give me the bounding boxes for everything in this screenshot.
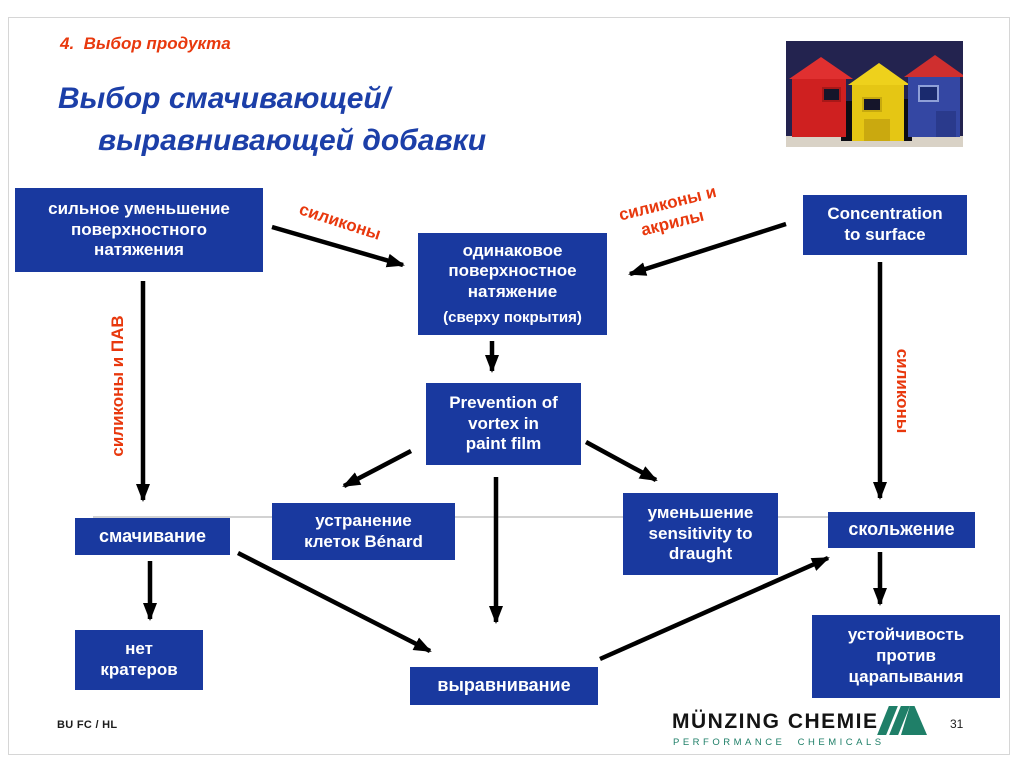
- node-sublabel: (сверху покрытия): [443, 308, 582, 326]
- munzing-logo-icon: [877, 706, 927, 736]
- node-label: Prevention of vortex in paint film: [449, 392, 558, 454]
- logo-tagline: PERFORMANCE CHEMICALS: [673, 737, 885, 748]
- red-hut-window: [822, 87, 841, 102]
- node-equal-tension: одинаковое поверхностное натяжение (свер…: [418, 233, 607, 335]
- page-number: 31: [950, 717, 964, 731]
- node-sliding: скольжение: [828, 512, 975, 548]
- section-kicker: 4. Выбор продукта: [60, 34, 231, 53]
- footer-reference: BU FC / HL: [57, 719, 118, 731]
- node-benard-cells: устранение клеток Bénard: [272, 503, 455, 560]
- node-wetting: смачивание: [75, 518, 230, 555]
- yellow-hut-window: [862, 97, 882, 112]
- node-leveling: выравнивание: [410, 667, 598, 705]
- blue-hut-railing: [936, 111, 956, 137]
- edge-label-silicones-vertical: силиконы: [892, 348, 912, 434]
- node-label: нет кратеров: [100, 639, 178, 679]
- node-label: сильное уменьшение поверхностного натяже…: [48, 198, 230, 260]
- slide-title-line2: выравнивающей добавки: [98, 124, 487, 157]
- node-concentration-to-surface: Concentration to surface: [803, 195, 967, 255]
- node-label: Concentration to surface: [827, 204, 943, 244]
- node-label: смачивание: [99, 525, 206, 546]
- edge-label-silicones-surfactants-vertical: силиконы и ПАВ: [108, 315, 128, 457]
- node-draught-sensitivity: уменьшение sensitivity to draught: [623, 493, 778, 575]
- node-label: одинаковое поверхностное натяжение: [448, 240, 577, 302]
- node-label: устойчивость против царапывания: [847, 625, 965, 686]
- yellow-hut-roof: [848, 63, 910, 85]
- node-prevention-of-vortex: Prevention of vortex in paint film: [426, 383, 581, 465]
- node-strong-reduction: сильное уменьшение поверхностного натяже…: [15, 188, 263, 272]
- node-label: уменьшение sensitivity to draught: [647, 502, 754, 564]
- logo-wordmark: MÜNZING CHEMIE: [672, 710, 879, 733]
- blue-hut-roof: [904, 55, 963, 77]
- company-logo: MÜNZING CHEMIE PERFORMANCE CHEMICALS: [672, 706, 932, 754]
- beach-huts-photo: [786, 41, 963, 147]
- node-no-craters: нет кратеров: [75, 630, 203, 690]
- blue-hut-window: [918, 85, 939, 102]
- red-hut-roof: [789, 57, 853, 79]
- node-label: устранение клеток Bénard: [304, 510, 423, 551]
- sand-strip: [786, 136, 963, 147]
- node-scratch-resistance: устойчивость против царапывания: [812, 615, 1000, 698]
- node-label: скольжение: [848, 519, 955, 540]
- yellow-hut-stairs: [864, 119, 890, 141]
- slide-title-line1: Выбор смачивающей/: [58, 82, 391, 115]
- node-label: выравнивание: [437, 675, 571, 696]
